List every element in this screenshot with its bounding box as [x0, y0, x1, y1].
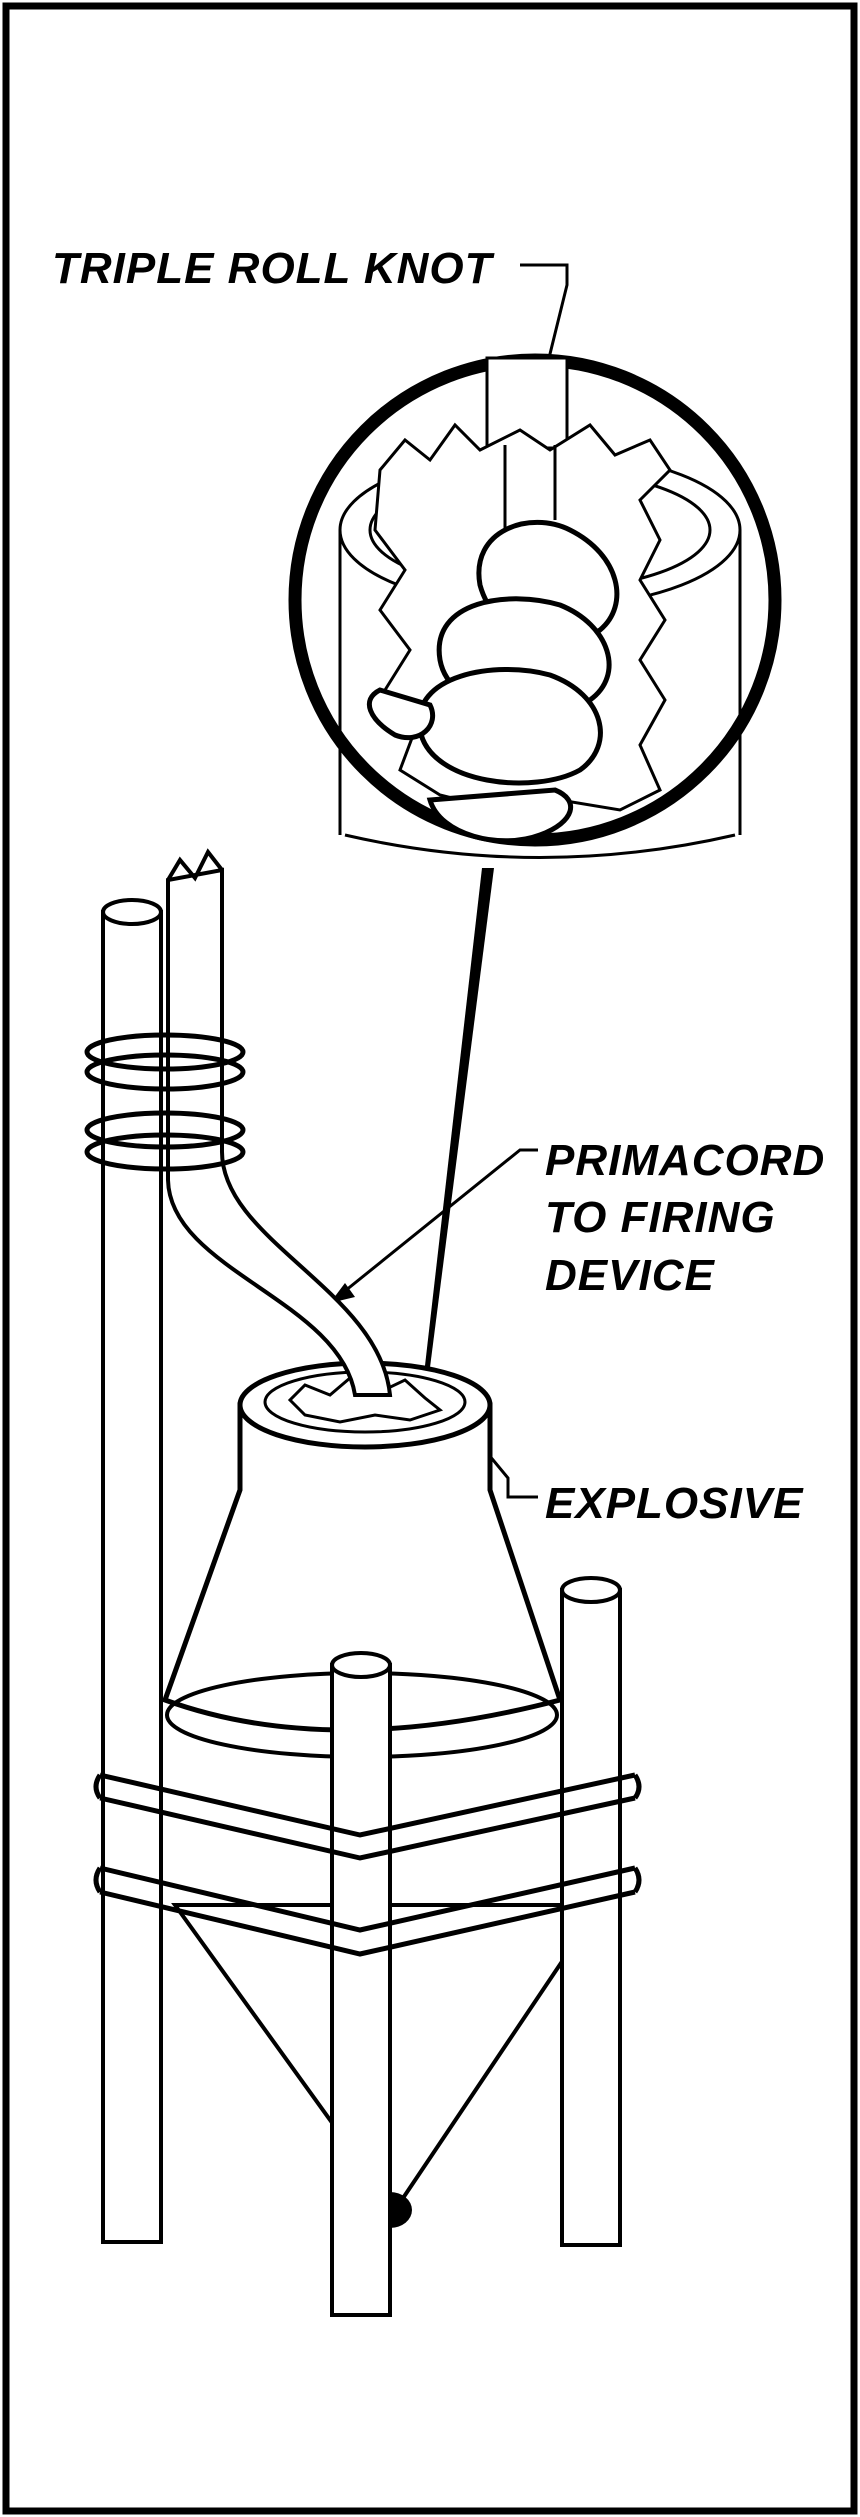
primacord-label-line1: PRIMACORD	[545, 1136, 825, 1185]
explosive-label: EXPLOSIVE	[545, 1479, 804, 1528]
right-stake-top	[562, 1578, 620, 1602]
knot-roll-3	[419, 670, 600, 783]
left-stake-top	[103, 900, 161, 924]
right-stake	[562, 1590, 620, 2245]
front-stake	[332, 1665, 390, 2315]
primacord-label-line3: DEVICE	[545, 1251, 715, 1300]
triple-roll-knot-label: TRIPLE ROLL KNOT	[52, 244, 495, 293]
front-stake-top	[332, 1653, 390, 1677]
primacord-label-line2: TO FIRING	[545, 1193, 776, 1242]
